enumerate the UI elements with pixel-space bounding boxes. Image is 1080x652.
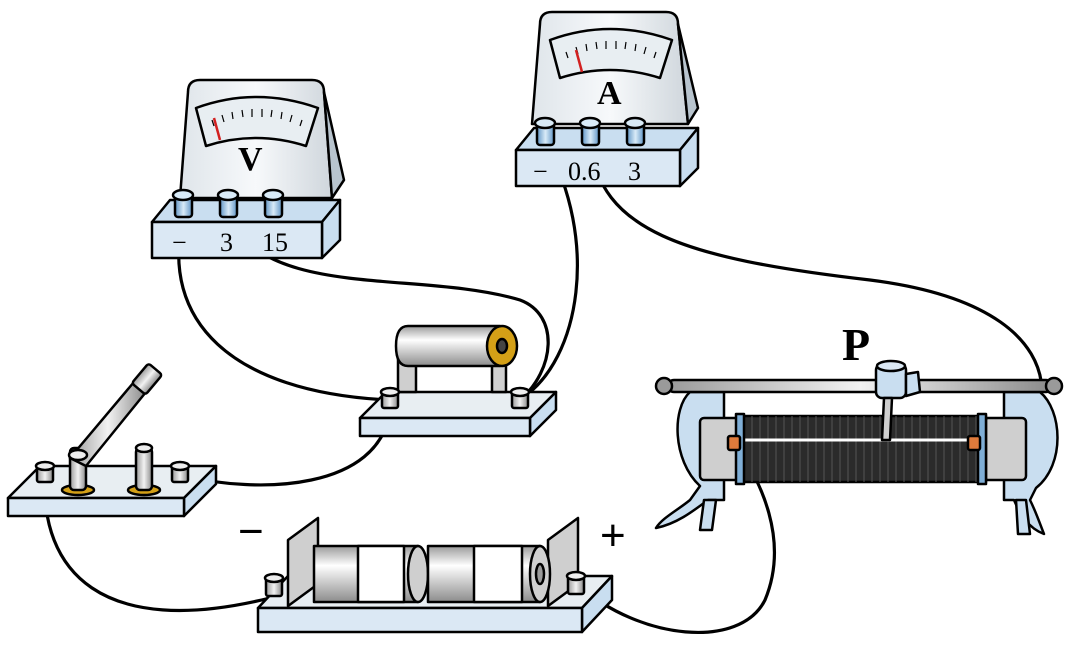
resistor-terminal-right[interactable]	[509, 386, 531, 410]
battery-negative-sign: −	[238, 507, 264, 556]
ammeter-label-3: 3	[628, 157, 641, 186]
resistor-terminal-left[interactable]	[379, 386, 401, 410]
rheostat-slider[interactable]	[874, 359, 922, 442]
ammeter-needle	[574, 49, 584, 73]
battery-terminal-neg[interactable]	[263, 572, 285, 598]
voltmeter-label-15: 15	[262, 228, 288, 257]
battery-holder: − +	[238, 507, 626, 634]
battery-cell-2	[426, 544, 552, 604]
ammeter-label-neg: −	[533, 157, 548, 186]
wire-ammeter-06-to-rheostat-right	[588, 140, 1044, 392]
voltmeter-scale	[211, 109, 303, 127]
ammeter: A − 0.6 3	[514, 10, 700, 188]
ammeter-label-06: 0.6	[568, 157, 601, 186]
voltmeter: V − 3 15	[150, 78, 346, 260]
voltmeter-terminal-neg[interactable]	[171, 188, 195, 219]
rheostat: P	[654, 319, 1064, 536]
battery-cell-1	[312, 544, 430, 604]
ammeter-scale	[565, 41, 657, 59]
ammeter-terminal-06[interactable]	[578, 116, 602, 147]
battery-terminal-pos[interactable]	[565, 570, 587, 596]
switch-terminal-left[interactable]	[34, 460, 56, 484]
ammeter-letter: A	[597, 75, 622, 112]
voltmeter-terminal-3[interactable]	[216, 188, 240, 219]
wire-battery-pos-to-rheostat	[576, 443, 776, 635]
battery-positive-sign: +	[600, 511, 626, 560]
switch-terminal-right[interactable]	[169, 460, 191, 484]
switch-handle[interactable]	[131, 363, 163, 395]
resistor	[358, 324, 558, 438]
ammeter-terminal-neg[interactable]	[533, 116, 557, 147]
rheostat-rail	[666, 378, 1054, 394]
knife-switch[interactable]	[6, 363, 218, 518]
rheostat-slider-label: P	[842, 319, 870, 370]
voltmeter-terminal-15[interactable]	[261, 188, 285, 219]
voltmeter-letter: V	[238, 141, 263, 178]
ammeter-terminal-3[interactable]	[623, 116, 647, 147]
rheostat-terminal-right[interactable]	[966, 434, 982, 452]
voltmeter-needle	[212, 117, 222, 141]
voltmeter-label-3: 3	[220, 228, 233, 257]
wire-voltmeter-3-to-resistor-right	[227, 216, 550, 402]
voltmeter-label-neg: −	[172, 228, 187, 257]
rheostat-coil	[736, 414, 988, 484]
rheostat-terminal-left[interactable]	[726, 434, 742, 452]
